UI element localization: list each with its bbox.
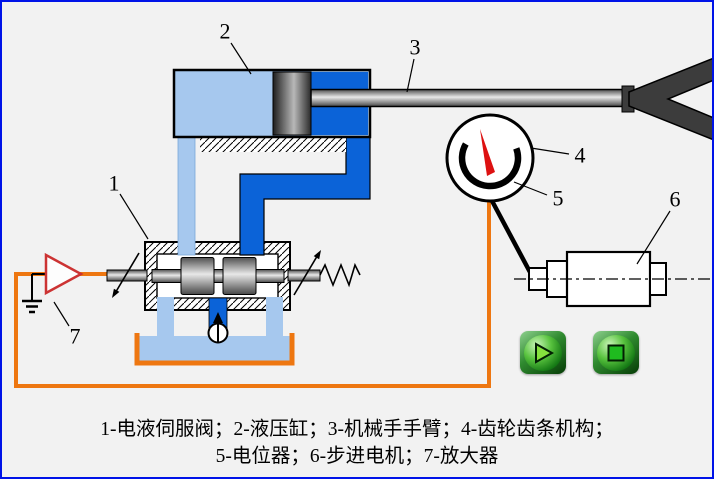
pipe-pressure-elbow: [239, 133, 371, 256]
piston-rod: [310, 88, 628, 108]
spool-stem-left: [106, 269, 148, 282]
manipulator-arm: [310, 57, 712, 141]
callout-hydraulic-cylinder: 2: [220, 19, 252, 75]
callout-potentiometer: 5: [513, 181, 564, 211]
ground-icon: [22, 299, 42, 314]
pump-icon: [207, 312, 229, 344]
button-face: [524, 334, 562, 371]
amplifier: [22, 252, 84, 314]
oil-tank: [134, 333, 295, 366]
link-rod: [489, 197, 533, 276]
mount-hatch: [200, 138, 346, 152]
callout-label-1: 1: [109, 171, 120, 196]
leader-line: [513, 181, 548, 196]
callout-gear-rack: 4: [530, 143, 586, 168]
diagram-canvas: 1 2 3 4 5 6 7: [14, 19, 712, 388]
spool-rod: [151, 269, 285, 283]
leader-line: [530, 147, 570, 155]
spool-land-left: [180, 257, 215, 295]
leader-line: [119, 193, 149, 240]
hydraulic-pipes: [157, 133, 371, 364]
play-icon: [535, 341, 555, 364]
piston: [272, 71, 312, 136]
pipe-return-left: [177, 133, 196, 256]
arrow-icon-left: [112, 252, 140, 298]
callout-label-4: 4: [575, 143, 586, 168]
callout-label-5: 5: [553, 186, 564, 211]
spool-land-right: [222, 257, 257, 295]
callout-label-2: 2: [220, 19, 231, 44]
feedback-wire: [14, 199, 491, 388]
callout-label-6: 6: [670, 187, 681, 212]
callout-servo-valve: 1: [109, 171, 149, 240]
caption: 1-电液伺服阀；2-液压缸；3-机械手手臂；4-齿轮齿条机构； 5-电位器；6-…: [2, 416, 712, 470]
gear-dial: [445, 113, 535, 203]
valve-spool: [106, 257, 321, 295]
spool-stem-right: [287, 269, 321, 282]
gripper: [628, 57, 712, 141]
callout-label-3: 3: [410, 35, 421, 60]
spring-icon: [319, 262, 361, 288]
leader-line: [636, 210, 671, 265]
amplifier-triangle: [44, 252, 84, 296]
arrow-icon-right: [293, 250, 321, 296]
stop-button[interactable]: [593, 331, 639, 374]
leader-line: [406, 58, 415, 93]
tank-wall: [134, 333, 295, 366]
play-button[interactable]: [520, 331, 566, 374]
dial-needle: [480, 129, 495, 176]
stepper-motor: [514, 250, 712, 308]
callout-amplifier: 7: [53, 301, 81, 349]
stop-icon: [607, 344, 625, 361]
leader-line: [230, 42, 252, 75]
caption-line-1: 1-电液伺服阀；2-液压缸；3-机械手手臂；4-齿轮齿条机构；: [100, 419, 614, 440]
button-face: [597, 334, 635, 371]
callout-label-7: 7: [70, 324, 81, 349]
callout-manipulator-arm: 3: [406, 35, 421, 93]
callout-stepper-motor: 6: [636, 187, 681, 265]
caption-line-2: 5-电位器；6-步进电机；7-放大器: [215, 446, 499, 467]
dial-arc: [458, 142, 522, 190]
leader-line: [53, 301, 70, 327]
